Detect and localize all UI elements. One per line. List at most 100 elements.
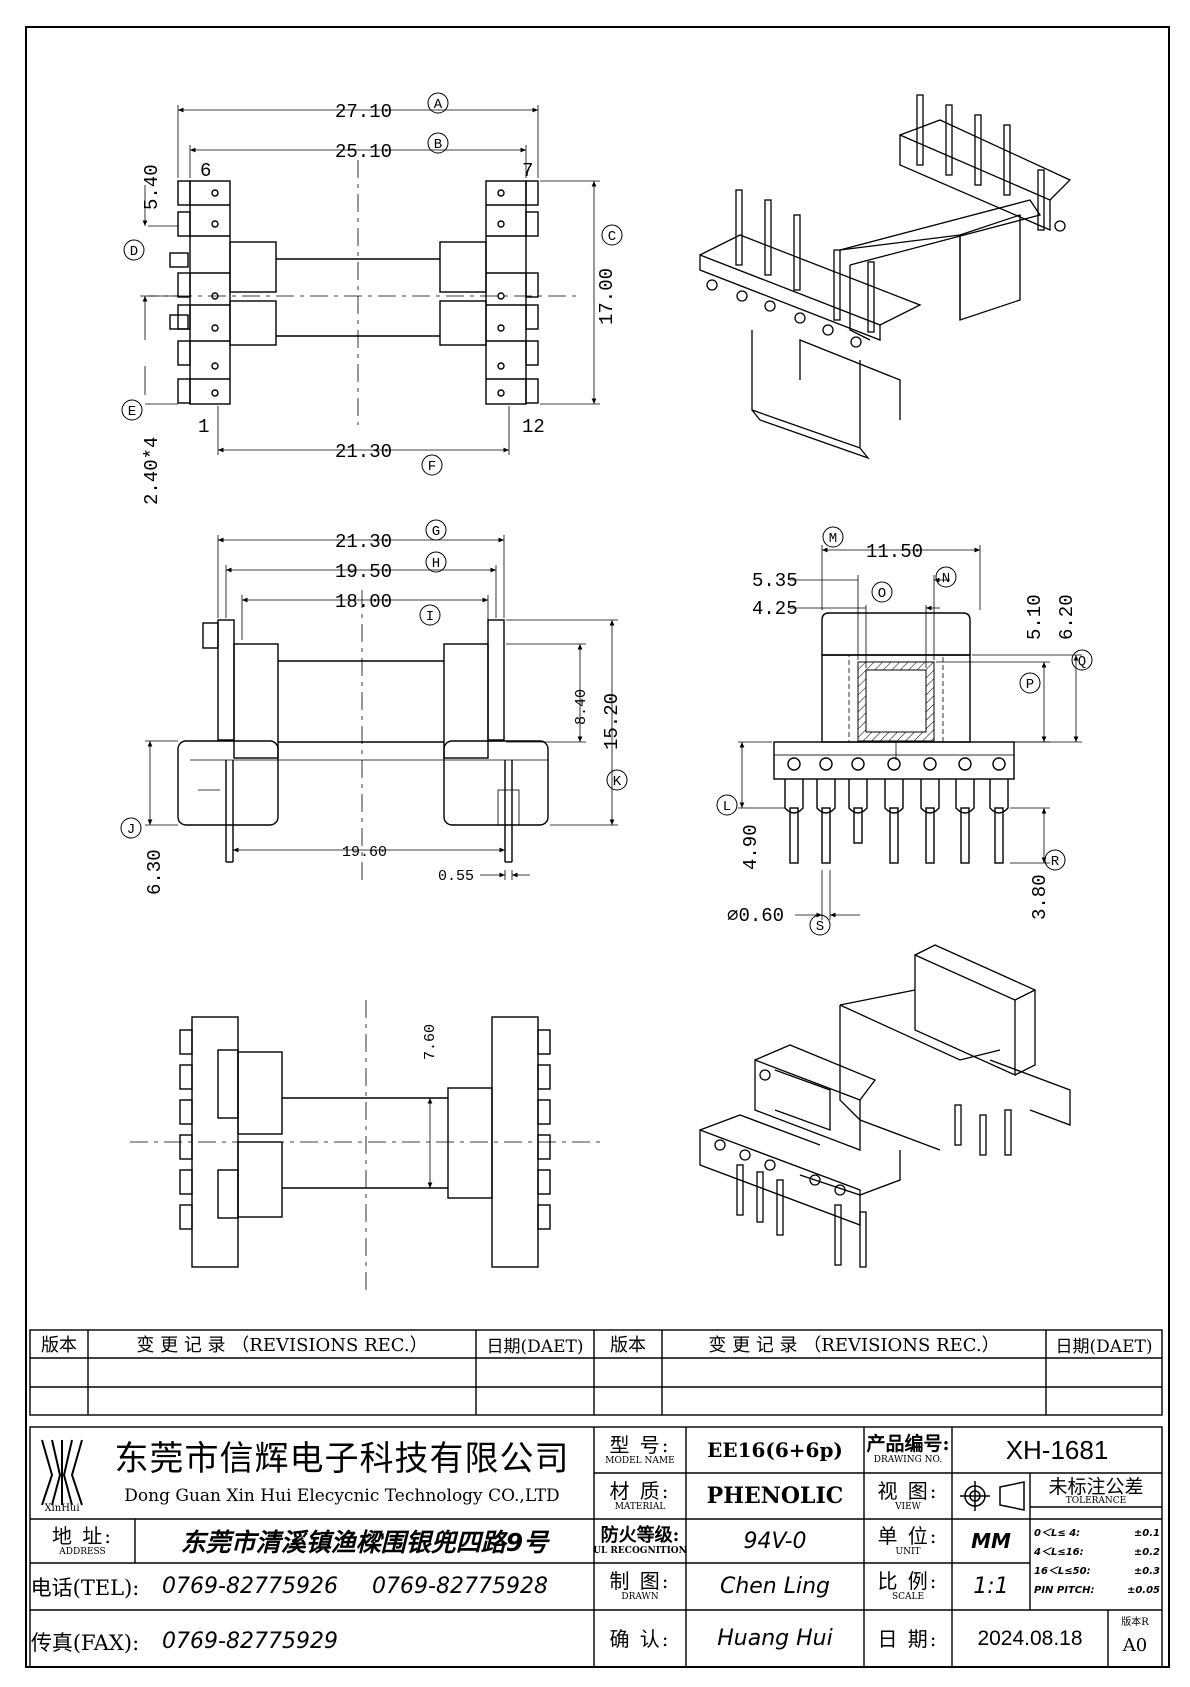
address-label-en: ADDRESS (59, 1546, 106, 1557)
tolerance-row: 16＜L≤50: ±0.3 (1034, 1562, 1160, 1581)
top-view-left-terminal-block (169, 180, 277, 405)
unit-label: 单 位: UNIT (864, 1519, 952, 1563)
tag-F: F (428, 459, 436, 475)
fire-label-cn: 防火等级: (600, 1524, 680, 1546)
version-label: 版本R (1121, 1616, 1149, 1628)
view-label-cn: 视 图: (877, 1478, 939, 1503)
scale-label-cn: 比 例: (877, 1569, 939, 1593)
top-view-right-terminal-block (439, 180, 539, 405)
company-logo (41, 1439, 83, 1506)
end-view (738, 545, 1082, 920)
tolerance-range: 0＜L≤ 4: (1034, 1528, 1081, 1539)
drawn-label: 制 图: DRAWN (594, 1563, 686, 1610)
dim-H-value: 19.50 (335, 561, 392, 583)
fire-label: 防火等级: UL RECOGNITION (594, 1519, 686, 1563)
dim-A-value: 27.10 (335, 101, 392, 123)
tag-P: P (1026, 677, 1034, 693)
side-view (145, 535, 618, 880)
dim-J-value: 6.30 (144, 849, 166, 895)
tolerance-range: 16＜L≤50: (1034, 1566, 1091, 1577)
fire-label-en: UL RECOGNITION (594, 1545, 686, 1556)
check-label-cn: 确 认: (609, 1626, 671, 1651)
tel-label: 电话(TEL): (30, 1575, 140, 1600)
tag-O: O (878, 586, 886, 602)
dim-F-value: 21.30 (335, 441, 392, 463)
date-label: 日 期: (864, 1610, 952, 1667)
drawn-label-en: DRAWN (621, 1592, 659, 1602)
material-label: 材 质: MATERIAL (594, 1473, 686, 1519)
fire-value: 94V-0 (743, 1528, 807, 1554)
date-value: 2024.08.18 (977, 1626, 1083, 1650)
rev-col-version-1: 版本 (41, 1335, 77, 1356)
tolerance-range: 4＜L≤16: (1034, 1547, 1084, 1558)
unit-value: MM (971, 1529, 1011, 1553)
top-view (140, 105, 600, 455)
dim-E-value: 2.40*4 (141, 437, 163, 505)
projection-symbol (960, 1481, 1025, 1511)
isometric-view-top (699, 94, 1072, 460)
version-value: A0 (1122, 1634, 1148, 1656)
model-label-en: MODEL NAME (605, 1455, 675, 1466)
drawing-no-label-en: DRAWING NO. (873, 1455, 943, 1465)
model-label: 型 号: MODEL NAME (594, 1427, 686, 1473)
drawn-label-cn: 制 图: (609, 1569, 671, 1593)
tag-B: B (434, 137, 442, 153)
pin-7-label: 7 (522, 160, 533, 182)
tolerance-row: PIN PITCH: ±0.05 (1034, 1581, 1160, 1600)
dim-P-value: 5.10 (1024, 594, 1046, 640)
dim-B-value: 25.10 (335, 141, 392, 163)
pin-6-label: 6 (200, 160, 211, 182)
pin-12-label: 12 (522, 416, 545, 438)
tag-H: H (432, 556, 440, 572)
tolerance-title-cn: 未标注公差 (1048, 1475, 1144, 1498)
isometric-view-bottom (699, 944, 1071, 1268)
tag-R: R (1051, 854, 1060, 870)
dim-19-60-value: 19.60 (342, 844, 387, 861)
tolerance-row: 0＜L≤ 4: ±0.1 (1034, 1524, 1160, 1543)
dim-L-value: 4.90 (740, 824, 762, 870)
rev-col-change-1: 变 更 记 录 （REVISIONS REC.） (136, 1335, 428, 1356)
rev-col-change-2: 变 更 记 录 （REVISIONS REC.） (708, 1335, 1000, 1356)
dim-S-value: ⌀0.60 (727, 905, 784, 927)
tolerance-value: ±0.3 (1133, 1566, 1160, 1577)
tel-1: 0769-82775926 (162, 1574, 338, 1599)
tag-S: S (816, 919, 824, 935)
tolerance-title-en: TOLERANCE (1065, 1496, 1127, 1506)
tag-Q: Q (1078, 654, 1086, 670)
tag-C: C (608, 229, 616, 245)
tag-M: M (829, 531, 837, 547)
tag-I: I (426, 609, 434, 625)
tolerance-list: 0＜L≤ 4: ±0.1 4＜L≤16: ±0.2 16＜L≤50: ±0.3 … (1034, 1524, 1160, 1608)
dim-8-40-value: 8.40 (573, 689, 590, 725)
revision-table (29, 1329, 1163, 1416)
logo-text: XinHui (44, 1502, 80, 1514)
scale-label: 比 例: SCALE (864, 1563, 952, 1610)
view-label: 视 图: VIEW (864, 1473, 952, 1519)
tolerance-value: ±0.2 (1133, 1547, 1160, 1558)
tel-2: 0769-82775928 (372, 1574, 548, 1599)
dim-M-value: 11.50 (866, 541, 923, 563)
material-value: PHENOLIC (706, 1483, 844, 1509)
drawn-value: Chen Ling (719, 1574, 831, 1599)
dim-0-55-value: 0.55 (438, 868, 474, 885)
rev-col-date-2: 日期(DAET) (1055, 1336, 1153, 1357)
tag-J: J (127, 822, 135, 838)
drawing-no-label-cn: 产品编号: (866, 1433, 950, 1455)
tag-D: D (130, 244, 138, 260)
dim-C-value: 17.00 (596, 268, 618, 325)
address-label-cn: 地 址: (51, 1523, 114, 1548)
drawing-no-label: 产品编号: DRAWING NO. (864, 1427, 952, 1473)
fax-label: 传真(FAX): (30, 1630, 140, 1655)
check-value: Huang Hui (717, 1626, 833, 1651)
drawing-no-value: XH-1681 (1005, 1434, 1109, 1465)
tag-N: N (942, 571, 950, 587)
material-label-en: MATERIAL (614, 1501, 666, 1512)
model-value: EE16(6+6p) (707, 1438, 843, 1462)
dim-R-value: 3.80 (1029, 874, 1051, 920)
view-label-en: VIEW (895, 1501, 921, 1512)
pin-1-label: 1 (198, 416, 209, 438)
tolerance-value: ±0.1 (1133, 1528, 1160, 1539)
scale-value: 1:1 (973, 1574, 1009, 1599)
